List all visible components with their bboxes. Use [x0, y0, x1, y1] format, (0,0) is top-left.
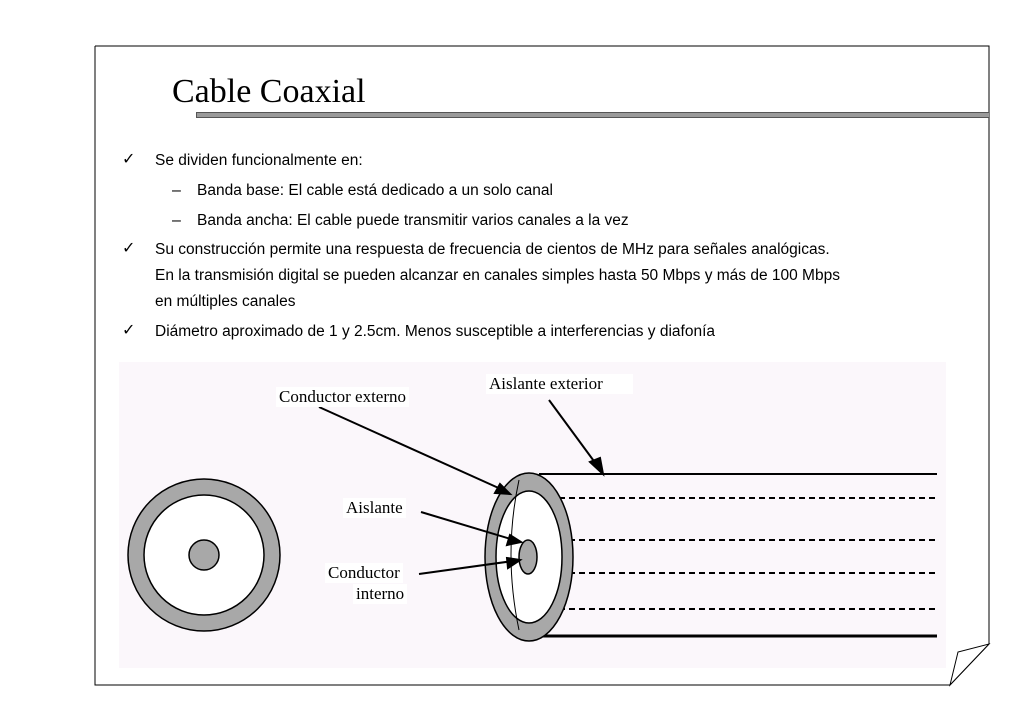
- label-conductor-externo: Conductor externo: [276, 387, 409, 407]
- page-curl-icon: [949, 643, 991, 687]
- coaxial-cable-diagram: [127, 399, 937, 642]
- bullet-text: Se dividen funcionalmente en:: [155, 152, 363, 169]
- bullet-text-line: En la transmisión digital se pueden alca…: [155, 267, 840, 284]
- slide-title: Cable Coaxial: [172, 73, 366, 110]
- label-aislante: Aislante: [343, 498, 406, 518]
- dash-icon: –: [172, 212, 181, 229]
- title-underline-bar: [196, 112, 989, 118]
- bullet-text-line: Su construcción permite una respuesta de…: [155, 241, 830, 258]
- label-interno: interno: [353, 584, 408, 604]
- label-aislante-exterior: Aislante exterior: [486, 374, 633, 394]
- checkmark-icon: ✓: [122, 322, 136, 339]
- cable-end-icon: [484, 472, 574, 642]
- label-conductor: Conductor: [325, 563, 403, 583]
- sub-bullet-text: Banda base: El cable está dedicado a un …: [197, 182, 553, 199]
- checkmark-icon: ✓: [122, 240, 136, 257]
- bullet-text: Diámetro aproximado de 1 y 2.5cm. Menos …: [155, 323, 716, 340]
- sub-bullet-text: Banda ancha: El cable puede transmitir v…: [197, 212, 629, 229]
- dash-icon: –: [172, 182, 181, 199]
- checkmark-icon: ✓: [122, 151, 136, 168]
- coaxial-cable-figure: Aislante exterior Conductor externo Aisl…: [119, 362, 946, 668]
- cable-body: [539, 473, 937, 638]
- pointer-arrows: [318, 399, 605, 575]
- bullet-text-line: en múltiples canales: [155, 293, 296, 310]
- cross-section-icon: [127, 478, 281, 632]
